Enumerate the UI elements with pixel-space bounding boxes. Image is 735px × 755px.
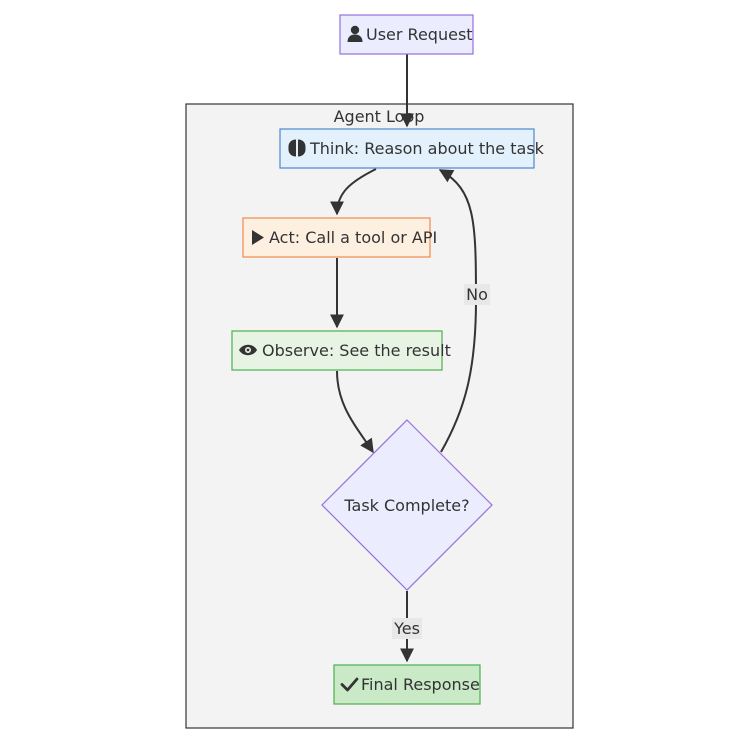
- node-observe-box: [231, 330, 443, 371]
- edge-label-yes-bg: [392, 618, 422, 639]
- node-user-request: User Request: [339, 14, 474, 55]
- node-act-label: Act: Call a tool or API: [269, 228, 437, 247]
- node-final-response-label: Final Response: [361, 675, 480, 694]
- agent-loop-cluster: Agent Loop: [185, 103, 574, 729]
- node-act: Act: Call a tool or API: [242, 217, 437, 258]
- agent-loop-cluster-label: Agent Loop: [334, 107, 425, 126]
- user-icon: [347, 25, 363, 42]
- edge-label-no-bg: [464, 284, 490, 305]
- node-final-response-box: [333, 664, 481, 705]
- check-icon: [340, 677, 359, 692]
- edge-label-no: No: [464, 284, 490, 305]
- node-think-label: Think: Reason about the task: [309, 139, 545, 158]
- node-think: Think: Reason about the task: [279, 128, 545, 169]
- node-act-box: [242, 217, 431, 258]
- edge-think-to-act: [330, 168, 377, 216]
- node-observe-label: Observe: See the result: [262, 341, 451, 360]
- node-observe: Observe: See the result: [231, 330, 451, 371]
- node-decision-diamond: [321, 419, 493, 591]
- eye-icon: [239, 344, 257, 356]
- edge-label-no-text: No: [466, 285, 488, 304]
- edge-label-yes: Yes: [392, 618, 422, 639]
- node-user-request-label: User Request: [366, 25, 473, 44]
- agent-loop-cluster-box: [185, 103, 574, 729]
- node-decision: Task Complete?: [321, 419, 493, 591]
- node-think-box: [279, 128, 535, 169]
- edge-label-yes-text: Yes: [393, 619, 420, 638]
- node-final-response: Final Response: [333, 664, 481, 705]
- edge-observe-to-decision: [336, 370, 374, 454]
- node-user-request-box: [339, 14, 474, 55]
- brain-icon: [288, 139, 306, 157]
- node-decision-label: Task Complete?: [343, 496, 469, 515]
- play-icon: [252, 230, 264, 245]
